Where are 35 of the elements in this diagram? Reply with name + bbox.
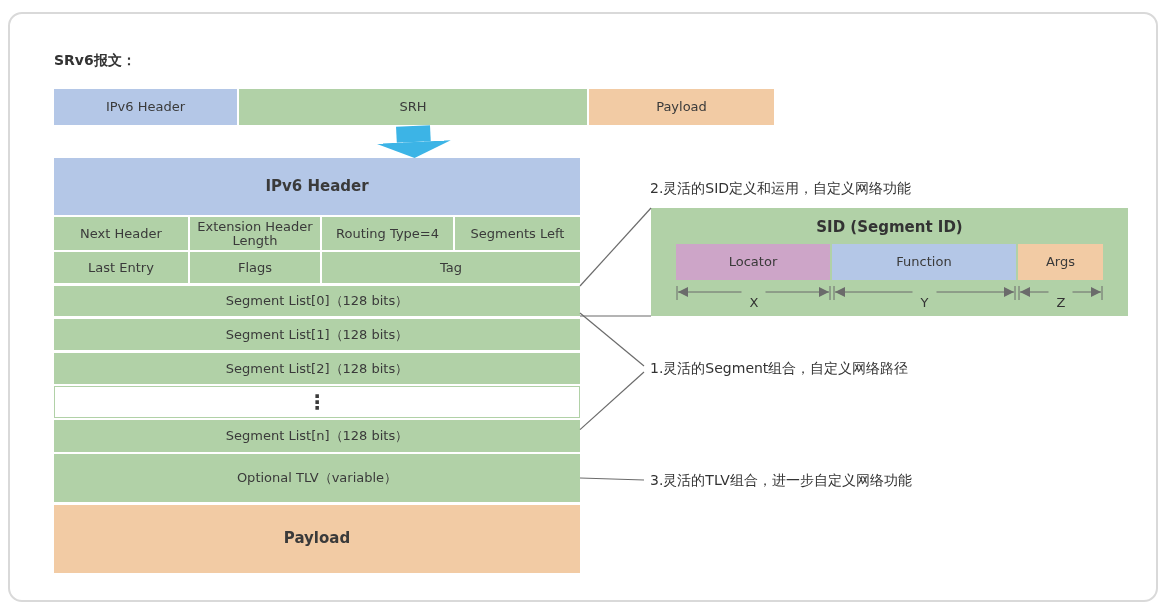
annotation-text: 1.灵活的Segment组合，自定义网络路径 <box>650 358 970 378</box>
dimension-label: Y <box>920 295 929 310</box>
header-field: Next Header <box>54 217 188 250</box>
ellipsis-row: ⋮ <box>54 386 580 418</box>
leader-line <box>579 477 645 481</box>
header-field: IPv6 Header <box>54 158 580 215</box>
function-field: Function <box>832 244 1016 280</box>
header-field: Extension Header Length <box>190 217 320 250</box>
segment-field: Segment List[n]（128 bits） <box>54 420 580 452</box>
header-field: Flags <box>190 252 320 283</box>
segment-field: Segment List[0]（128 bits） <box>54 286 580 316</box>
leader-line <box>579 207 652 287</box>
annotation-text: 3.灵活的TLV组合，进一步自定义网络功能 <box>650 470 970 490</box>
expand-arrow <box>376 125 451 158</box>
leader-line <box>579 315 652 317</box>
header-field: Segments Left <box>455 217 580 250</box>
dimension-label: Z <box>1056 295 1066 310</box>
payload-field: Payload <box>54 505 580 573</box>
dimension-label: X <box>749 295 759 310</box>
args-field: Args <box>1018 244 1103 280</box>
segment-field: Segment List[2]（128 bits） <box>54 353 580 384</box>
diagram-title: SRv6报文： <box>54 52 136 70</box>
leader-line <box>579 371 645 431</box>
header-field: IPv6 Header <box>54 89 237 125</box>
segment-field: Segment List[1]（128 bits） <box>54 319 580 350</box>
tlv-field: Optional TLV（variable） <box>54 454 580 502</box>
annotation-text: 2.灵活的SID定义和运用，自定义网络功能 <box>650 180 912 198</box>
header-field: Tag <box>322 252 580 283</box>
payload-field: Payload <box>589 89 774 125</box>
header-field: Last Entry <box>54 252 188 283</box>
header-field: Routing Type=4 <box>322 217 453 250</box>
locator-field: Locator <box>676 244 830 280</box>
panel-title: SID (Segment ID) <box>815 218 964 236</box>
leader-line <box>579 312 645 367</box>
header-field: SRH <box>239 89 587 125</box>
